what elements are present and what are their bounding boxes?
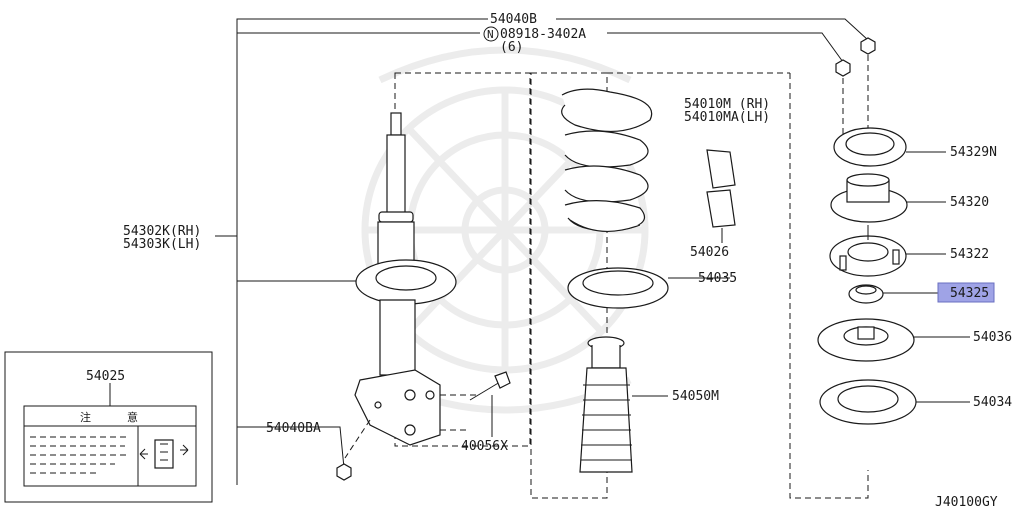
label-54040BA: 54040BA (266, 421, 321, 436)
dust-boot-54050M (579, 336, 668, 473)
leader-08918 (237, 32, 844, 63)
bolt-40056X (469, 371, 511, 437)
caution-label-inset (4, 351, 213, 503)
diagram-code: J40100GY (935, 495, 998, 510)
spring-seat-54034 (819, 379, 970, 425)
label-54322: 54322 (950, 247, 989, 262)
label-54010MA: 54010MA(LH) (684, 110, 770, 125)
nut-08918 (835, 37, 876, 77)
caution-pictogram (139, 439, 189, 469)
nut-54040BA (262, 426, 352, 481)
caution-text-lines (30, 436, 130, 474)
label-54010M: 54010M (RH) (684, 97, 770, 112)
bound-stopper-54036 (817, 318, 970, 362)
label-54050M: 54050M (672, 389, 719, 404)
mount-54322 (829, 225, 946, 277)
label-54320: 54320 (950, 195, 989, 210)
mount-54320 (830, 173, 946, 223)
marker-circle-icon (483, 26, 499, 42)
label-54302K: 54302K(RH) (123, 224, 201, 239)
label-54329N: 54329N (950, 145, 997, 160)
label-54025: 54025 (86, 369, 125, 384)
label-54026: 54026 (690, 245, 729, 260)
leader-54040B (236, 18, 869, 485)
label-54035: 54035 (698, 271, 737, 286)
label-08918-qty: (6) (500, 40, 523, 55)
leader-54302K (215, 235, 360, 282)
label-08918-symbol: N (487, 28, 494, 41)
spring-seat-54035 (567, 267, 730, 309)
insulator-54329N (833, 127, 946, 167)
label-54036: 54036 (973, 330, 1012, 345)
label-40056X: 40056X (461, 439, 508, 454)
watermark-emblem (361, 46, 649, 414)
strut-assembly (344, 72, 531, 459)
mount-stack (789, 55, 869, 499)
bumper-54026 (706, 149, 736, 243)
label-54325: 54325 (950, 286, 989, 301)
part-highlight (937, 282, 995, 303)
coil-spring (530, 72, 790, 499)
label-54303K: 54303K(LH) (123, 237, 201, 252)
bearing-54325 (848, 284, 938, 304)
caution-heading-right: 意 (127, 410, 138, 424)
label-54034: 54034 (973, 395, 1012, 410)
label-08918: 08918-3402A (500, 27, 586, 42)
caution-heading-left: 注 (80, 410, 91, 424)
label-54040B: 54040B (490, 12, 537, 27)
